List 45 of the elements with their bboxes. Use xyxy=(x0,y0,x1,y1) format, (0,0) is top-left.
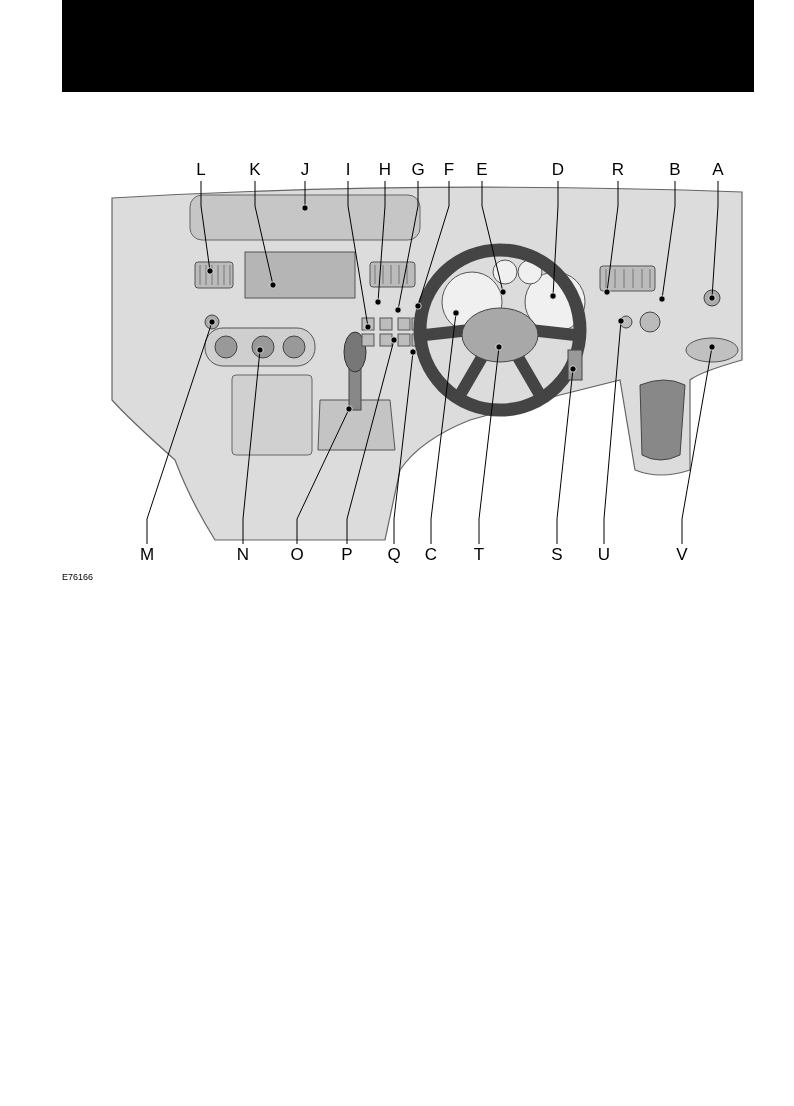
callout-letter: V xyxy=(671,545,693,565)
callout-letter: N xyxy=(232,545,254,565)
callout-letter: G xyxy=(407,160,429,180)
figure-code: E76166 xyxy=(62,572,94,582)
callout-letter: Q xyxy=(383,545,405,565)
leader-line xyxy=(200,180,214,275)
callout-letter: U xyxy=(593,545,615,565)
callout-letter: B xyxy=(664,160,686,180)
callout-letter: F xyxy=(438,160,460,180)
callout-letter: J xyxy=(294,160,316,180)
callout-letter: R xyxy=(607,160,629,180)
callout-letter: H xyxy=(374,160,396,180)
leader-line xyxy=(393,348,417,545)
leader-line xyxy=(242,346,264,545)
leader-line xyxy=(603,180,619,296)
callout-letter: L xyxy=(190,160,212,180)
leader-line xyxy=(296,405,353,545)
callout-letter: D xyxy=(547,160,569,180)
callout-letter: E xyxy=(471,160,493,180)
callout-letter: S xyxy=(546,545,568,565)
callout-letter: O xyxy=(286,545,308,565)
leader-line xyxy=(346,336,398,545)
leader-line xyxy=(374,180,386,306)
leader-line xyxy=(414,180,450,310)
leader-line xyxy=(708,180,719,302)
callout-letter: I xyxy=(337,160,359,180)
callout-letter: M xyxy=(136,545,158,565)
callout-letter: K xyxy=(244,160,266,180)
leader-line xyxy=(603,317,625,545)
leader-line xyxy=(394,180,419,314)
leader-line xyxy=(301,180,309,212)
callout-letter: P xyxy=(336,545,358,565)
leader-line xyxy=(481,180,507,296)
leader-line xyxy=(254,180,277,289)
callout-letter: T xyxy=(468,545,490,565)
leader-line xyxy=(549,180,559,300)
leader-line xyxy=(478,343,503,545)
leader-line xyxy=(556,365,577,545)
leader-line xyxy=(430,309,460,545)
leader-line xyxy=(146,318,216,545)
leader-line xyxy=(658,180,676,303)
callout-letter: C xyxy=(420,545,442,565)
leader-line xyxy=(681,343,716,545)
callout-letter: A xyxy=(707,160,729,180)
leader-line xyxy=(347,180,372,331)
